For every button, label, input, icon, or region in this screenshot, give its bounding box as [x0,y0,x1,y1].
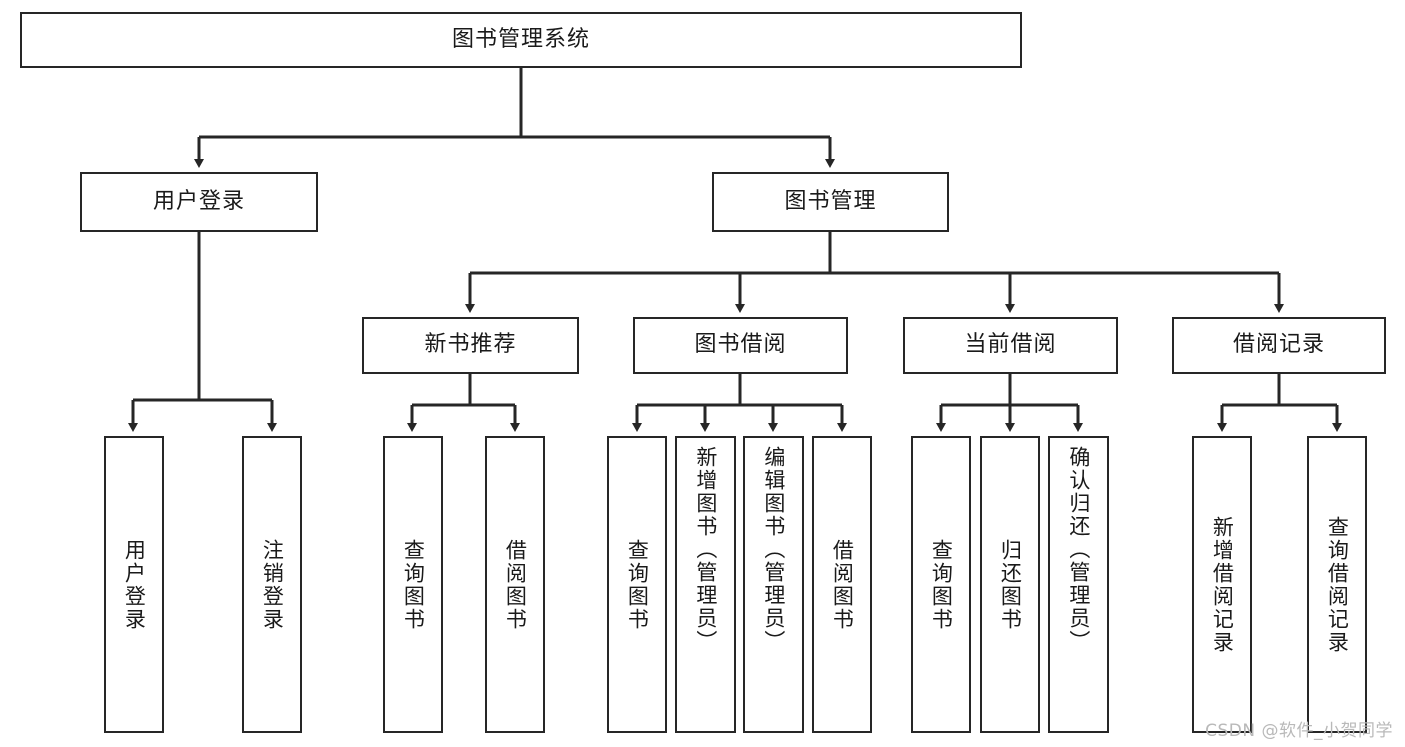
node-leaf-add-book[interactable]: 新增图书（管理员） [675,436,736,733]
node-book-borrow-label: 图书借阅 [694,332,787,358]
node-new-book-recommend-label: 新书推荐 [424,332,517,358]
node-root-label: 图书管理系统 [451,26,590,52]
node-leaf-confirm-return-label: 确认归还（管理员） [1066,446,1091,653]
node-leaf-edit-book[interactable]: 编辑图书（管理员） [743,436,804,733]
node-leaf-query-book-3[interactable]: 查询图书 [911,436,971,733]
node-leaf-query-book-2[interactable]: 查询图书 [607,436,667,733]
node-leaf-add-record-label: 新增借阅记录 [1210,515,1235,654]
node-new-book-recommend[interactable]: 新书推荐 [362,317,579,374]
node-leaf-return-book-label: 归还图书 [998,538,1023,631]
node-leaf-query-record[interactable]: 查询借阅记录 [1307,436,1367,733]
node-leaf-query-book-1[interactable]: 查询图书 [383,436,443,733]
node-user-login[interactable]: 用户登录 [80,172,318,232]
node-current-borrow[interactable]: 当前借阅 [903,317,1118,374]
node-borrow-record-label: 借阅记录 [1232,332,1325,358]
node-leaf-add-record[interactable]: 新增借阅记录 [1192,436,1252,733]
node-leaf-query-book-3-label: 查询图书 [929,538,954,631]
node-root[interactable]: 图书管理系统 [20,12,1022,68]
node-leaf-add-book-label: 新增图书（管理员） [693,446,718,653]
node-leaf-borrow-book-2-label: 借阅图书 [830,538,855,631]
node-leaf-user-logout-label: 注销登录 [260,538,285,631]
node-leaf-edit-book-label: 编辑图书（管理员） [761,446,786,653]
node-leaf-user-login[interactable]: 用户登录 [104,436,164,733]
node-book-manage-label: 图书管理 [784,188,877,214]
node-leaf-query-book-2-label: 查询图书 [625,538,650,631]
node-leaf-query-book-1-label: 查询图书 [401,538,426,631]
node-book-manage[interactable]: 图书管理 [712,172,949,232]
node-user-login-label: 用户登录 [152,188,245,214]
node-leaf-borrow-book-1[interactable]: 借阅图书 [485,436,545,733]
node-leaf-user-login-label: 用户登录 [122,538,147,631]
node-current-borrow-label: 当前借阅 [964,332,1057,358]
node-leaf-user-logout[interactable]: 注销登录 [242,436,302,733]
node-leaf-borrow-book-1-label: 借阅图书 [503,538,528,631]
node-leaf-borrow-book-2[interactable]: 借阅图书 [812,436,872,733]
node-book-borrow[interactable]: 图书借阅 [633,317,848,374]
node-leaf-confirm-return[interactable]: 确认归还（管理员） [1048,436,1109,733]
csdn-watermark: CSDN @软件_小贺同学 [1205,721,1393,741]
node-leaf-query-record-label: 查询借阅记录 [1325,515,1350,654]
node-borrow-record[interactable]: 借阅记录 [1172,317,1386,374]
node-leaf-return-book[interactable]: 归还图书 [980,436,1040,733]
